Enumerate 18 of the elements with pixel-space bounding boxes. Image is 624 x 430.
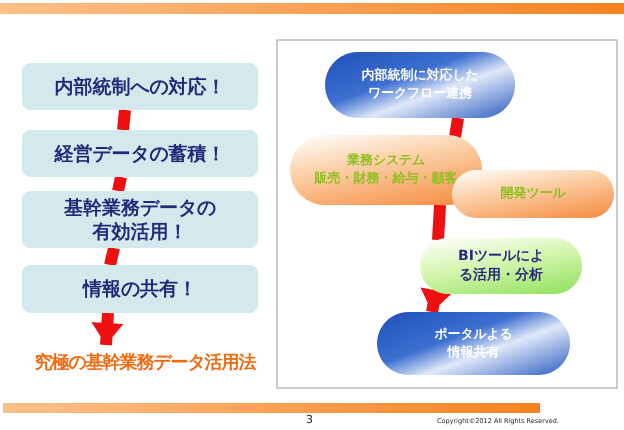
- connector: [104, 246, 120, 266]
- box-heading: 業務システム: [347, 152, 425, 170]
- text-box: [22, 191, 258, 248]
- connector: [432, 204, 446, 240]
- connector: [449, 117, 464, 138]
- text-box: 内部統制への対応！: [22, 63, 258, 110]
- arrow: [420, 287, 452, 314]
- connector: [112, 176, 127, 192]
- connector: [117, 109, 131, 131]
- box-text: BIツールによる活用・分析: [457, 247, 545, 285]
- headline-text: 究極の基幹業務データ活用法: [20, 346, 270, 378]
- text-box: 経営データの蓄積！: [22, 130, 258, 177]
- text-box: 情報の共有！: [22, 265, 258, 313]
- arrow: [91, 312, 124, 346]
- pill-box: [420, 238, 582, 294]
- box-text: ポータルよる情報共有: [433, 326, 514, 362]
- page-number: 3: [306, 413, 313, 426]
- box-text: 基幹業務データの有効活用！: [63, 196, 217, 244]
